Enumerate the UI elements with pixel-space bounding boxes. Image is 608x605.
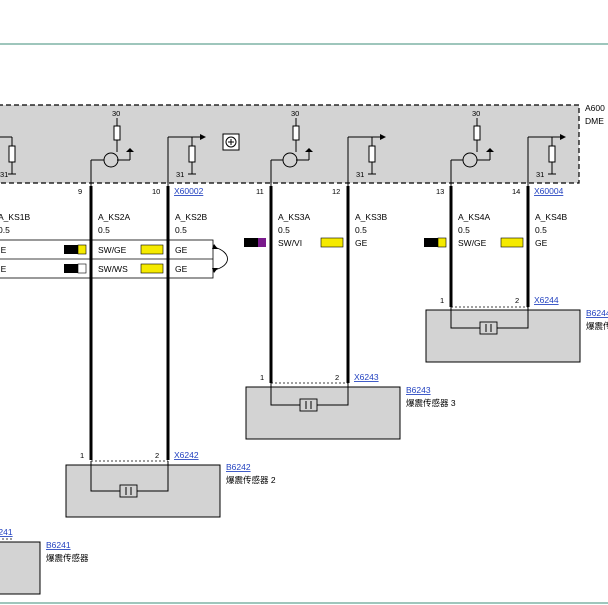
connector-link-x6244[interactable]: X6244 xyxy=(534,295,559,305)
wire-size: 0.5 xyxy=(535,225,547,235)
wire-name: A_KS3B xyxy=(355,212,387,222)
pin-label: 13 xyxy=(436,187,444,196)
pin-label: 11 xyxy=(256,187,264,196)
wire-size: 0.5 xyxy=(98,225,110,235)
wire-name: A_KS4B xyxy=(535,212,567,222)
sensor-ref-link[interactable]: B6242 xyxy=(226,462,251,472)
connector-link-x60002[interactable]: X60002 xyxy=(174,186,204,196)
color-swatch-ge xyxy=(140,263,164,274)
sensor-b6244[interactable]: 1 2 xyxy=(425,296,581,363)
module-ref: A600 xyxy=(585,103,605,113)
wire-name: A_KS2B xyxy=(175,212,207,222)
wire-color: GE xyxy=(0,264,7,274)
wire-color: GE xyxy=(0,245,7,255)
transistor-circuit-4: 30 xyxy=(450,109,494,186)
color-swatch-sw-ge xyxy=(424,237,447,248)
transistor-circuit-2: 30 xyxy=(90,109,134,186)
color-swatch-sw-vi xyxy=(244,238,266,247)
wire-name: A_KS1B xyxy=(0,212,30,222)
ground-circuit-4: 31 xyxy=(527,134,566,186)
sensor-b6241[interactable] xyxy=(0,538,41,595)
pin-label: 12 xyxy=(332,187,340,196)
connector-link-x6243[interactable]: X6243 xyxy=(354,372,379,382)
wire-color: SW/GE xyxy=(458,238,487,248)
sensor-label: 爆震传感器 xyxy=(46,553,89,563)
sensor-b6243[interactable]: 1 2 xyxy=(245,373,401,440)
ground-circuit-1: 31 xyxy=(0,136,16,179)
svg-text:31: 31 xyxy=(356,170,364,179)
color-swatch-ge xyxy=(500,237,524,248)
sensor-label: 爆震传感器 2 xyxy=(226,475,276,485)
wire-color: GE xyxy=(175,264,188,274)
svg-text:30: 30 xyxy=(472,109,480,118)
wire-color-table xyxy=(0,239,214,279)
sensor-label: 爆震传感器 3 xyxy=(406,398,456,408)
svg-text:1: 1 xyxy=(80,451,84,460)
connector-link-x6242[interactable]: X6242 xyxy=(174,450,199,460)
wire-color: GE xyxy=(175,245,188,255)
module-symbol-icon xyxy=(222,133,240,151)
wire-color: SW/VI xyxy=(278,238,302,248)
wire-color: GE xyxy=(355,238,368,248)
connector-link-x6241[interactable]: X6241 xyxy=(0,527,13,537)
wire-name: A_KS2A xyxy=(98,212,130,222)
svg-text:31: 31 xyxy=(176,170,184,179)
wire-name: A_KS4A xyxy=(458,212,490,222)
sensor-ref-link[interactable]: B6243 xyxy=(406,385,431,395)
connector-link-x60004[interactable]: X60004 xyxy=(534,186,564,196)
wire-color: SW/WS xyxy=(98,264,128,274)
wire-size: 0.5 xyxy=(458,225,470,235)
module-name: DME xyxy=(585,116,604,126)
svg-text:2: 2 xyxy=(155,451,159,460)
twist-arrow-icon xyxy=(213,246,228,271)
ground-circuit-2: 31 xyxy=(167,134,206,186)
svg-text:30: 30 xyxy=(291,109,299,118)
pin-label: 9 xyxy=(78,187,82,196)
sensor-ref-link[interactable]: B6241 xyxy=(46,540,71,550)
pin-label: 10 xyxy=(152,187,160,196)
wire-color: GE xyxy=(535,238,548,248)
svg-text:2: 2 xyxy=(335,373,339,382)
ground-circuit-3: 31 xyxy=(347,134,386,186)
sensor-label: 爆震传感器 4 xyxy=(586,321,608,331)
svg-text:1: 1 xyxy=(440,296,444,305)
wire-color: SW/GE xyxy=(98,245,127,255)
sensor-b6242[interactable]: 1 2 xyxy=(65,451,221,518)
svg-text:31: 31 xyxy=(0,170,8,179)
pin-label: 14 xyxy=(512,187,520,196)
wire-size: 0.5 xyxy=(175,225,187,235)
color-swatch-ge xyxy=(320,237,344,248)
dme-module-box[interactable] xyxy=(0,104,580,184)
svg-text:31: 31 xyxy=(536,170,544,179)
transistor-circuit-3: 30 xyxy=(270,109,313,186)
color-swatch-sw-ws xyxy=(64,263,87,274)
wire-name: A_KS3A xyxy=(278,212,310,222)
wire-size: 0.5 xyxy=(0,225,10,235)
svg-text:1: 1 xyxy=(260,373,264,382)
svg-text:30: 30 xyxy=(112,109,120,118)
svg-text:2: 2 xyxy=(515,296,519,305)
sensor-ref-link[interactable]: B6244 xyxy=(586,308,608,318)
color-swatch-sw-ge xyxy=(64,244,87,255)
color-swatch-ge xyxy=(140,244,164,255)
wire-size: 0.5 xyxy=(355,225,367,235)
wire-size: 0.5 xyxy=(278,225,290,235)
